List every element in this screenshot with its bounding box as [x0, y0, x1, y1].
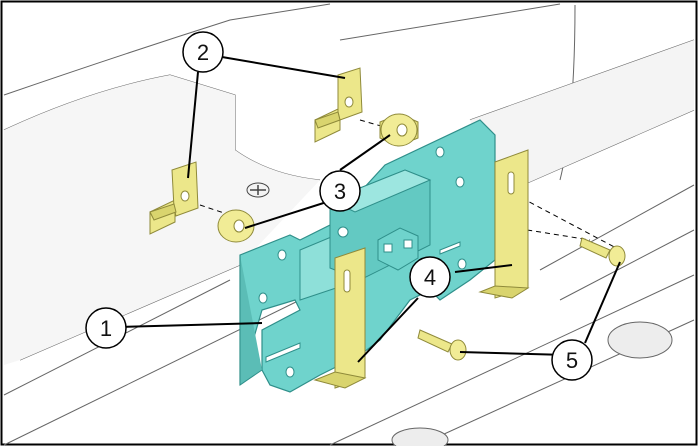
strap-left-icon: [313, 247, 367, 389]
screw-bottom-icon: [417, 329, 467, 361]
callout-1: 1: [85, 307, 127, 349]
callout-5: 5: [551, 339, 593, 381]
spacer-upper-icon: [379, 113, 419, 147]
callout-1-label: 1: [100, 316, 112, 341]
leader-3b: [244, 199, 334, 229]
leader-4a: [454, 264, 513, 273]
clip-lower-icon: [149, 161, 199, 235]
callout-3: 3: [319, 170, 361, 212]
callout-5-label: 5: [566, 348, 578, 373]
background-screw: [246, 182, 270, 198]
leader-3a: [339, 134, 391, 171]
callout-leaders: [119, 56, 621, 363]
leader-2a: [221, 56, 346, 79]
spacer-lower-icon: [217, 209, 255, 243]
callout-2: 2: [182, 31, 224, 73]
leader-2b: [187, 71, 199, 179]
callout-3-label: 3: [334, 179, 346, 204]
screw-right-icon: [579, 237, 626, 267]
callout-4: 4: [409, 256, 451, 298]
callout-4-label: 4: [424, 265, 436, 290]
hole-bottom: [391, 427, 449, 446]
callout-2-label: 2: [197, 40, 209, 65]
hole-right: [607, 321, 673, 359]
leader-1: [119, 322, 263, 328]
leader-5a: [459, 351, 568, 356]
leader-5b: [584, 261, 621, 344]
strap-right-icon: [478, 149, 530, 299]
clip-upper-icon: [314, 67, 363, 143]
leader-4b: [357, 297, 419, 363]
